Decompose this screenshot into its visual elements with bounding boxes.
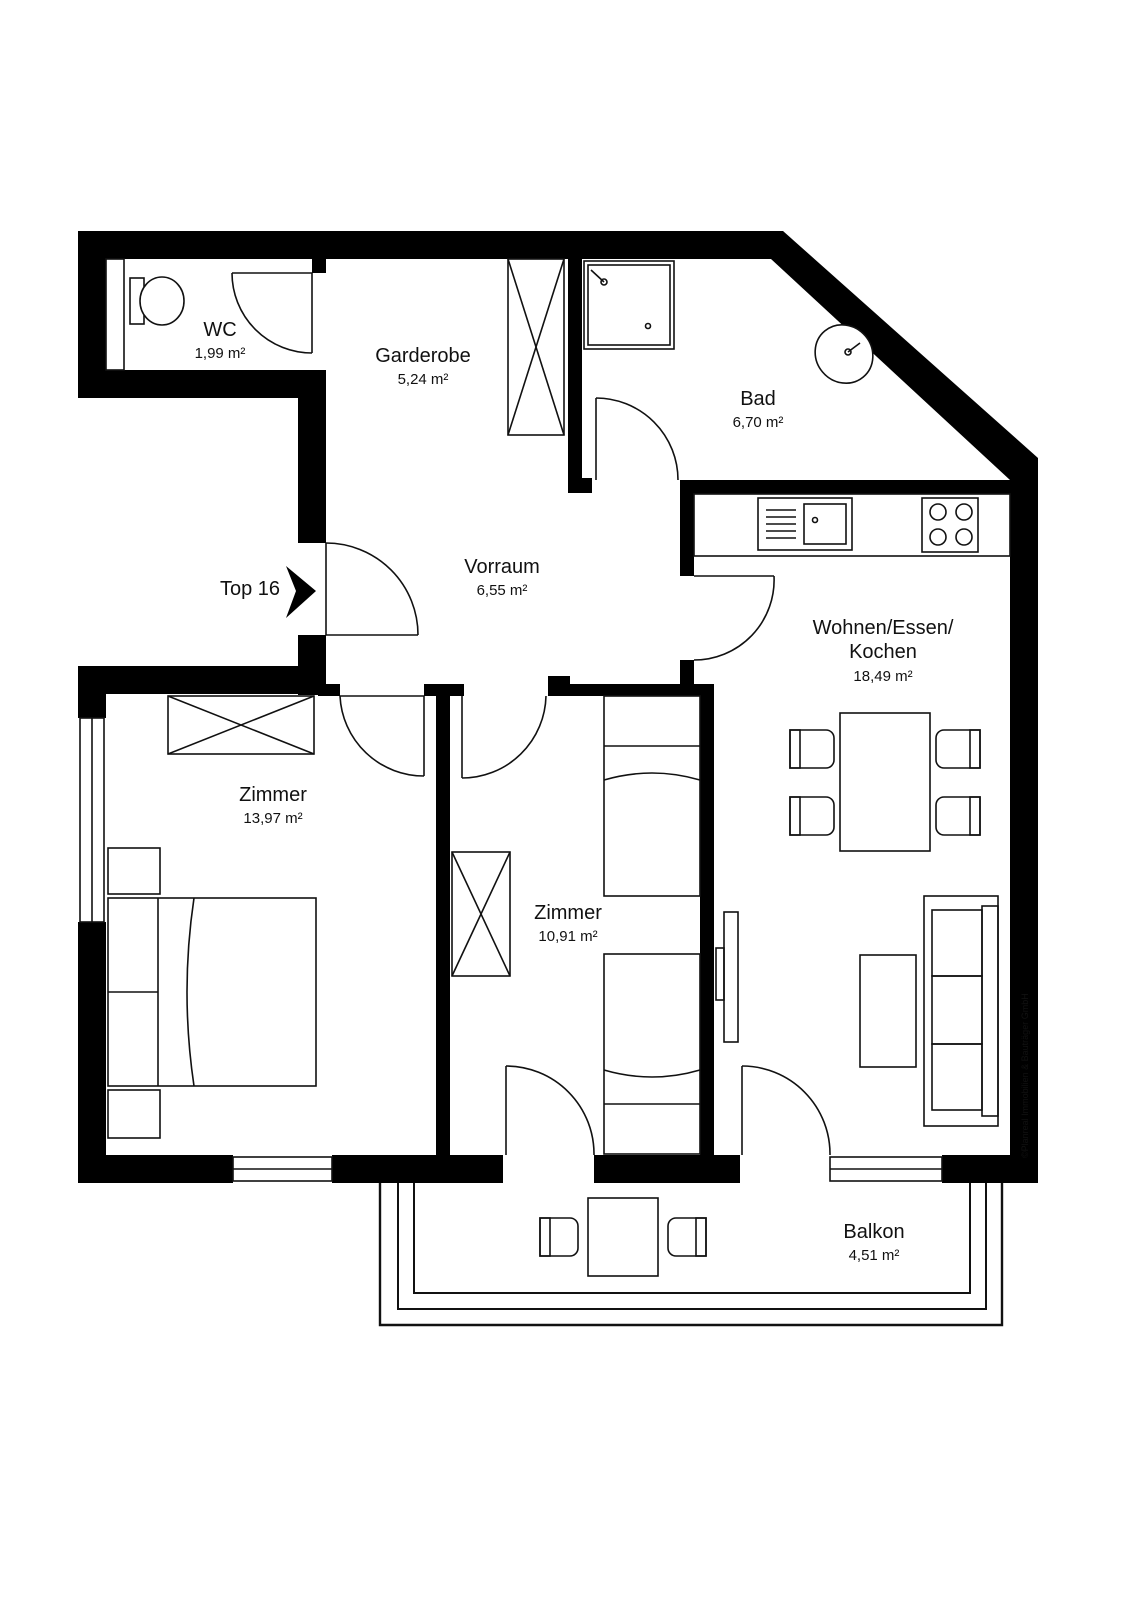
doors bbox=[231, 272, 831, 1156]
stove-icon bbox=[921, 497, 979, 553]
bed-icon bbox=[603, 953, 701, 1155]
wardrobe-icon bbox=[167, 695, 315, 755]
room-area-wc: 1,99 m² bbox=[195, 345, 246, 362]
windows bbox=[79, 258, 943, 1182]
balcony-chairs bbox=[539, 1217, 707, 1257]
room-area-garderobe: 5,24 m² bbox=[398, 371, 449, 388]
dining-table-icon bbox=[839, 712, 931, 852]
copyright-note: ©Planreal Immobilien & Bauträger GmbH bbox=[1020, 993, 1030, 1158]
entry-label: Top 16 bbox=[220, 578, 280, 600]
wardrobe-icon bbox=[451, 851, 511, 977]
shower-icon bbox=[583, 260, 675, 350]
room-area-zimmer-2: 10,91 m² bbox=[538, 928, 597, 945]
room-name-vorraum: Vorraum bbox=[464, 556, 540, 578]
balcony-railing bbox=[378, 1183, 1004, 1327]
entry-arrow-icon bbox=[286, 566, 316, 618]
bed-icon bbox=[603, 695, 701, 897]
double-bed-icon bbox=[107, 897, 317, 1087]
room-name-wc: WC bbox=[203, 319, 236, 341]
walls bbox=[78, 231, 1038, 1183]
room-area-balkon: 4,51 m² bbox=[849, 1247, 900, 1264]
tv-icon bbox=[715, 911, 739, 1043]
room-area-wohnen: 18,49 m² bbox=[853, 668, 912, 685]
room-area-zimmer-1: 13,97 m² bbox=[243, 810, 302, 827]
room-area-vorraum: 6,55 m² bbox=[477, 582, 528, 599]
room-name-balkon: Balkon bbox=[843, 1221, 904, 1243]
balcony-table-icon bbox=[587, 1197, 659, 1277]
room-name-wohnen-line2: Kochen bbox=[849, 641, 917, 663]
room-area-bad: 6,70 m² bbox=[733, 414, 784, 431]
wardrobe-icon bbox=[507, 258, 565, 436]
toilet-icon bbox=[129, 276, 185, 326]
sofa-icon bbox=[923, 895, 999, 1127]
room-name-wohnen-line1: Wohnen/Essen/ bbox=[813, 617, 954, 639]
room-name-zimmer-2: Zimmer bbox=[534, 902, 602, 924]
nightstand-icon bbox=[107, 847, 161, 1139]
coffee-table-icon bbox=[859, 954, 917, 1068]
room-name-zimmer-1: Zimmer bbox=[239, 784, 307, 806]
room-labels: WC 1,99 m² Garderobe 5,24 m² Bad 6,70 m²… bbox=[195, 319, 1030, 1264]
room-name-garderobe: Garderobe bbox=[375, 345, 471, 367]
dining-chairs bbox=[789, 729, 981, 836]
room-name-bad: Bad bbox=[740, 388, 776, 410]
washbasin-icon bbox=[814, 324, 874, 384]
kitchen-sink-icon bbox=[757, 497, 853, 551]
